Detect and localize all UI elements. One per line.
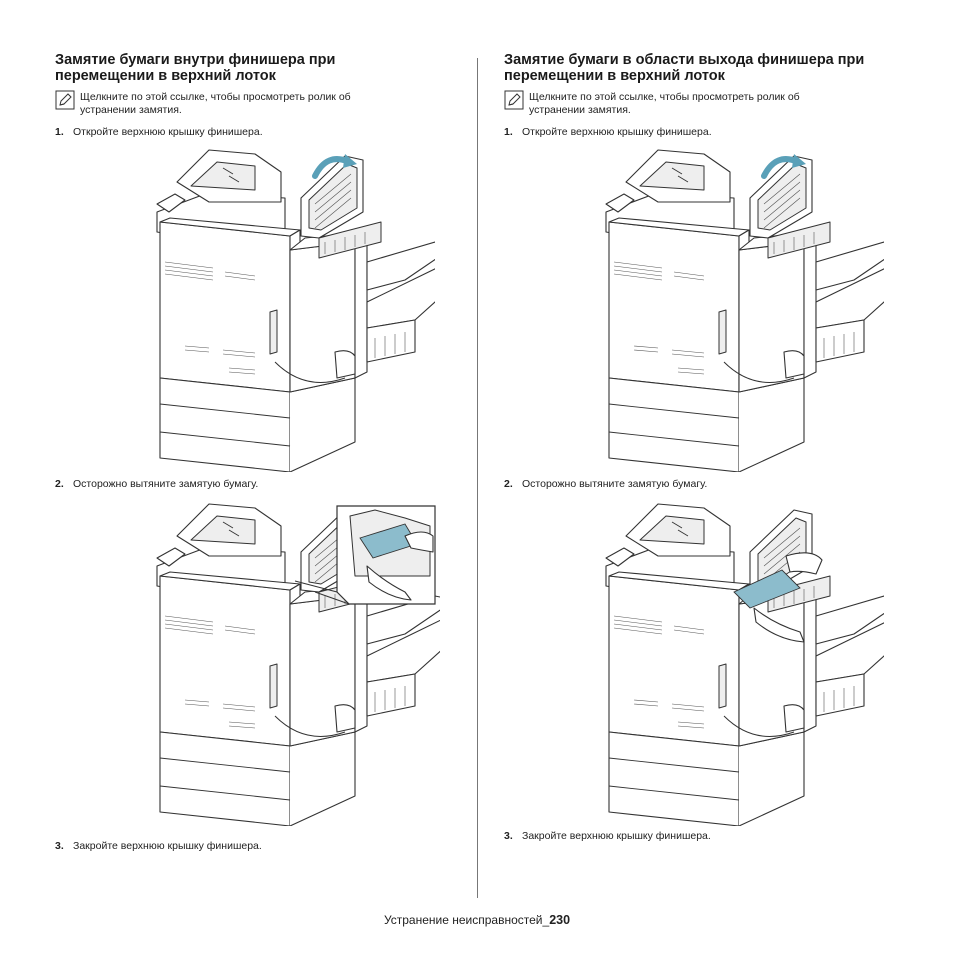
step-text: Осторожно вытяните замятую бумагу. bbox=[73, 478, 259, 490]
step-text: Закройте верхнюю крышку финишера. bbox=[73, 840, 262, 852]
section-title: Замятие бумаги внутри финишера при перем… bbox=[55, 52, 455, 84]
step-text: Откройте верхнюю крышку финишера. bbox=[522, 126, 712, 138]
section-title-line: Замятие бумаги в области выхода финишера… bbox=[504, 52, 865, 68]
illustration-open-cover bbox=[605, 149, 884, 472]
note-line: Щелкните по этой ссылке, чтобы просмотре… bbox=[80, 91, 351, 103]
section-title-line: Замятие бумаги внутри финишера при bbox=[55, 52, 336, 68]
left-column: Замятие бумаги внутри финишера при перем… bbox=[55, 0, 455, 954]
note-line: устранении замятия. bbox=[529, 104, 631, 116]
right-column: Замятие бумаги в области выхода финишера… bbox=[504, 0, 904, 954]
step-number: 3. bbox=[55, 840, 64, 852]
step-2: 2. Осторожно вытяните замятую бумагу. bbox=[504, 478, 707, 490]
step-number: 2. bbox=[504, 478, 513, 490]
step-number: 1. bbox=[504, 126, 513, 138]
illustration-remove-paper bbox=[605, 503, 884, 826]
step-3: 3. Закройте верхнюю крышку финишера. bbox=[55, 840, 262, 852]
step-text: Откройте верхнюю крышку финишера. bbox=[73, 126, 263, 138]
hand-icon bbox=[785, 552, 823, 575]
arrow-head-icon bbox=[343, 154, 357, 168]
note-text: Щелкните по этой ссылке, чтобы просмотре… bbox=[529, 91, 889, 117]
note-pencil-icon bbox=[504, 90, 524, 110]
note-text: Щелкните по этой ссылке, чтобы просмотре… bbox=[80, 91, 440, 117]
illustration-open-cover bbox=[156, 149, 435, 472]
footer-section: Устранение неисправностей_ bbox=[383, 913, 550, 927]
jammed-paper bbox=[733, 569, 801, 609]
section-title-line: перемещении в верхний лоток bbox=[55, 68, 276, 84]
note-line: устранении замятия. bbox=[80, 104, 182, 116]
video-note[interactable]: Щелкните по этой ссылке, чтобы просмотре… bbox=[504, 90, 904, 120]
note-line: Щелкните по этой ссылке, чтобы просмотре… bbox=[529, 91, 800, 103]
step-number: 2. bbox=[55, 478, 64, 490]
hand-icon bbox=[404, 531, 434, 553]
step-text: Закройте верхнюю крышку финишера. bbox=[522, 830, 711, 842]
arrow-head-icon bbox=[792, 154, 806, 168]
page-number: 230 bbox=[549, 913, 571, 927]
section-title-line: перемещении в верхний лоток bbox=[504, 68, 725, 84]
video-note[interactable]: Щелкните по этой ссылке, чтобы просмотре… bbox=[55, 90, 455, 120]
step-1: 1. Откройте верхнюю крышку финишера. bbox=[55, 126, 263, 138]
step-1: 1. Откройте верхнюю крышку финишера. bbox=[504, 126, 712, 138]
step-text: Осторожно вытяните замятую бумагу. bbox=[522, 478, 708, 490]
column-divider bbox=[477, 58, 478, 898]
illustration-remove-paper bbox=[156, 503, 440, 826]
step-3: 3. Закройте верхнюю крышку финишера. bbox=[504, 830, 711, 842]
note-pencil-icon bbox=[55, 90, 75, 110]
step-number: 1. bbox=[55, 126, 64, 138]
zoom-inset bbox=[294, 505, 436, 605]
hand-icon bbox=[753, 607, 805, 643]
page-footer: Устранение неисправностей_230 bbox=[0, 913, 954, 927]
step-2: 2. Осторожно вытяните замятую бумагу. bbox=[55, 478, 258, 490]
section-title: Замятие бумаги в области выхода финишера… bbox=[504, 52, 904, 84]
step-number: 3. bbox=[504, 830, 513, 842]
